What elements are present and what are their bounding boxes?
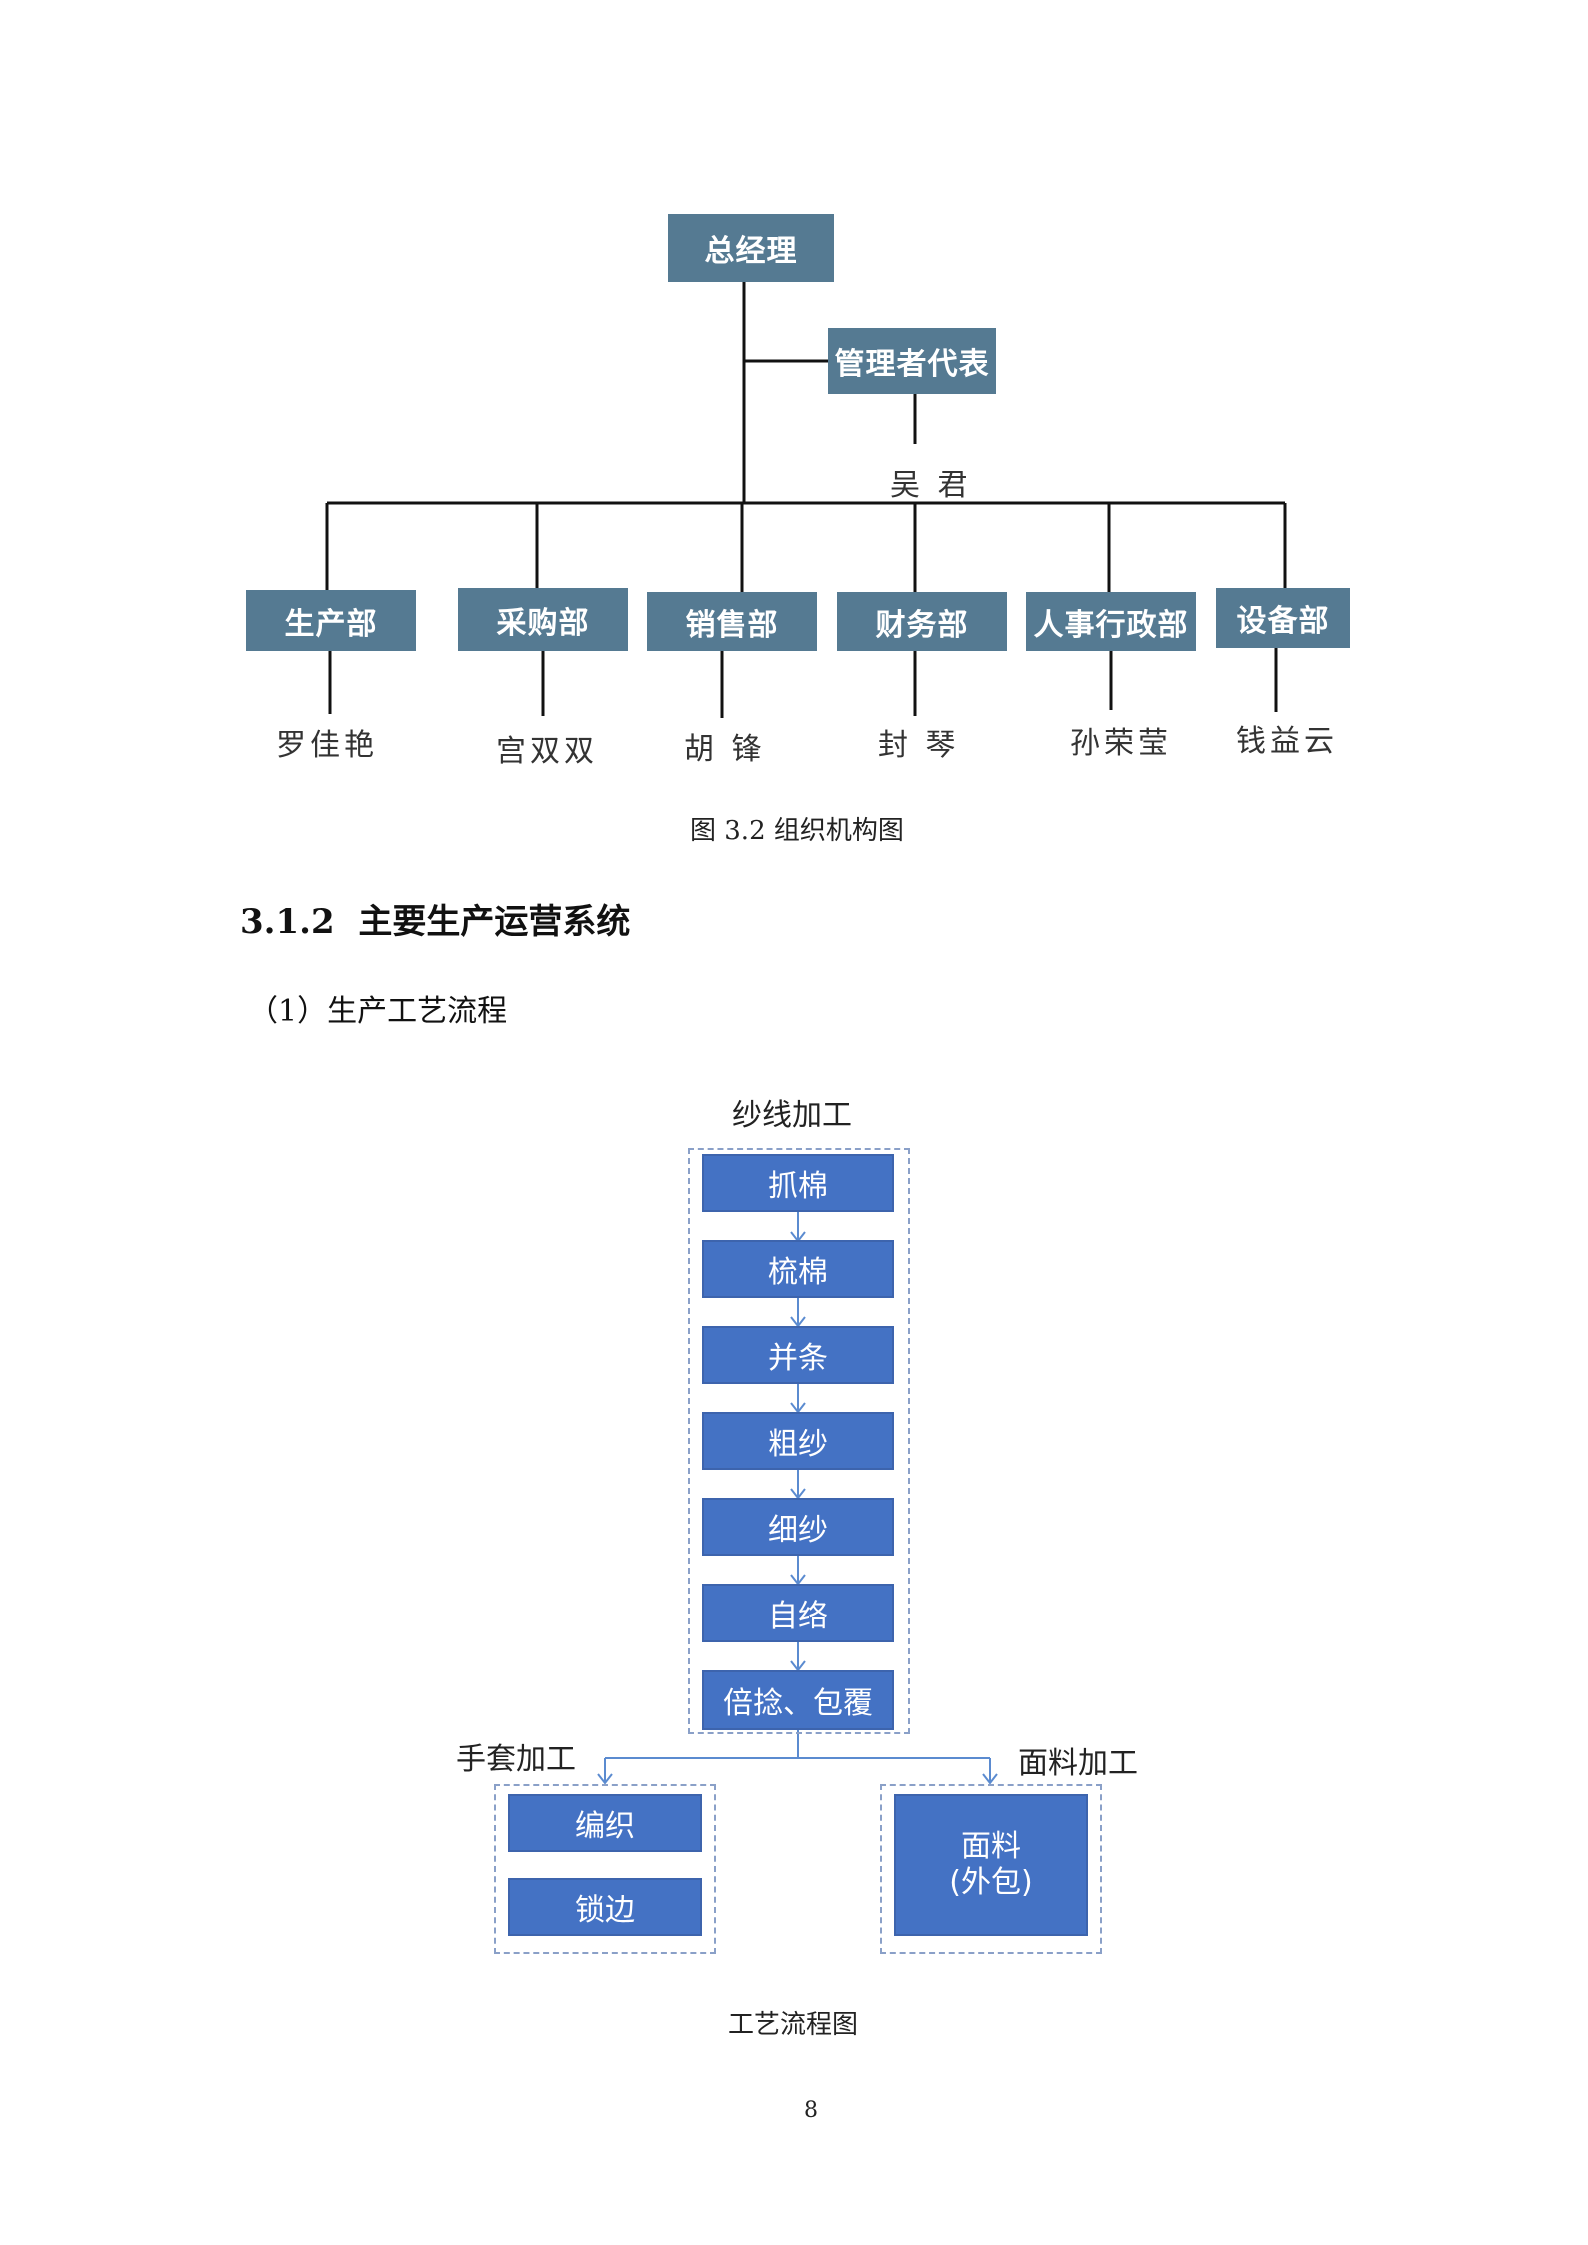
flow-fabric-line1: 面料	[961, 1829, 1021, 1864]
org-person-production: 罗佳艳	[276, 728, 378, 763]
flow-title-fabric: 面料加工	[1018, 1746, 1138, 1781]
org-person-rep: 吴 君	[890, 468, 972, 503]
flow-step-knitting: 编织	[508, 1794, 702, 1852]
flow-group-fabric	[880, 1784, 1102, 1954]
org-chart-caption: 图 3.2 组织机构图	[690, 816, 904, 846]
section-heading: 3.1.2 主要生产运营系统	[240, 902, 631, 942]
flow-chart-caption: 工艺流程图	[728, 2010, 859, 2040]
section-subheading: （1）生产工艺流程	[248, 994, 508, 1029]
flow-step-roving: 粗纱	[702, 1412, 894, 1470]
flow-step-winding: 自络	[702, 1584, 894, 1642]
org-box-dept-production: 生产部	[246, 590, 416, 651]
flow-fabric-line2: (外包)	[949, 1865, 1033, 1900]
flow-group-glove	[494, 1784, 716, 1954]
flow-title-yarn: 纱线加工	[732, 1098, 852, 1133]
flow-step-spinning: 细纱	[702, 1498, 894, 1556]
flow-step-grab-cotton: 抓棉	[702, 1154, 894, 1212]
org-person-finance: 封 琴	[878, 728, 960, 763]
org-person-equipment: 钱益云	[1236, 724, 1338, 759]
org-box-management-rep: 管理者代表	[828, 328, 996, 394]
org-box-dept-finance: 财务部	[837, 592, 1007, 651]
org-box-dept-equipment: 设备部	[1216, 588, 1350, 648]
org-person-hr-admin: 孙荣莹	[1070, 726, 1172, 761]
flow-step-twisting-covering: 倍捻、包覆	[702, 1670, 894, 1730]
org-box-general-manager: 总经理	[668, 214, 834, 282]
org-box-dept-sales: 销售部	[647, 592, 817, 651]
page-number: 8	[804, 2098, 818, 2123]
flow-step-fabric-outsourced: 面料 (外包)	[894, 1794, 1088, 1936]
org-person-sales: 胡 锋	[684, 732, 766, 767]
flow-step-drawing: 并条	[702, 1326, 894, 1384]
org-box-dept-hr-admin: 人事行政部	[1026, 592, 1196, 651]
org-person-purchasing: 宫双双	[496, 734, 598, 769]
org-box-dept-purchasing: 采购部	[458, 588, 628, 651]
flow-step-carding: 梳棉	[702, 1240, 894, 1298]
flow-group-yarn	[688, 1148, 910, 1734]
flow-title-glove: 手套加工	[456, 1742, 576, 1777]
flow-step-overlocking: 锁边	[508, 1878, 702, 1936]
